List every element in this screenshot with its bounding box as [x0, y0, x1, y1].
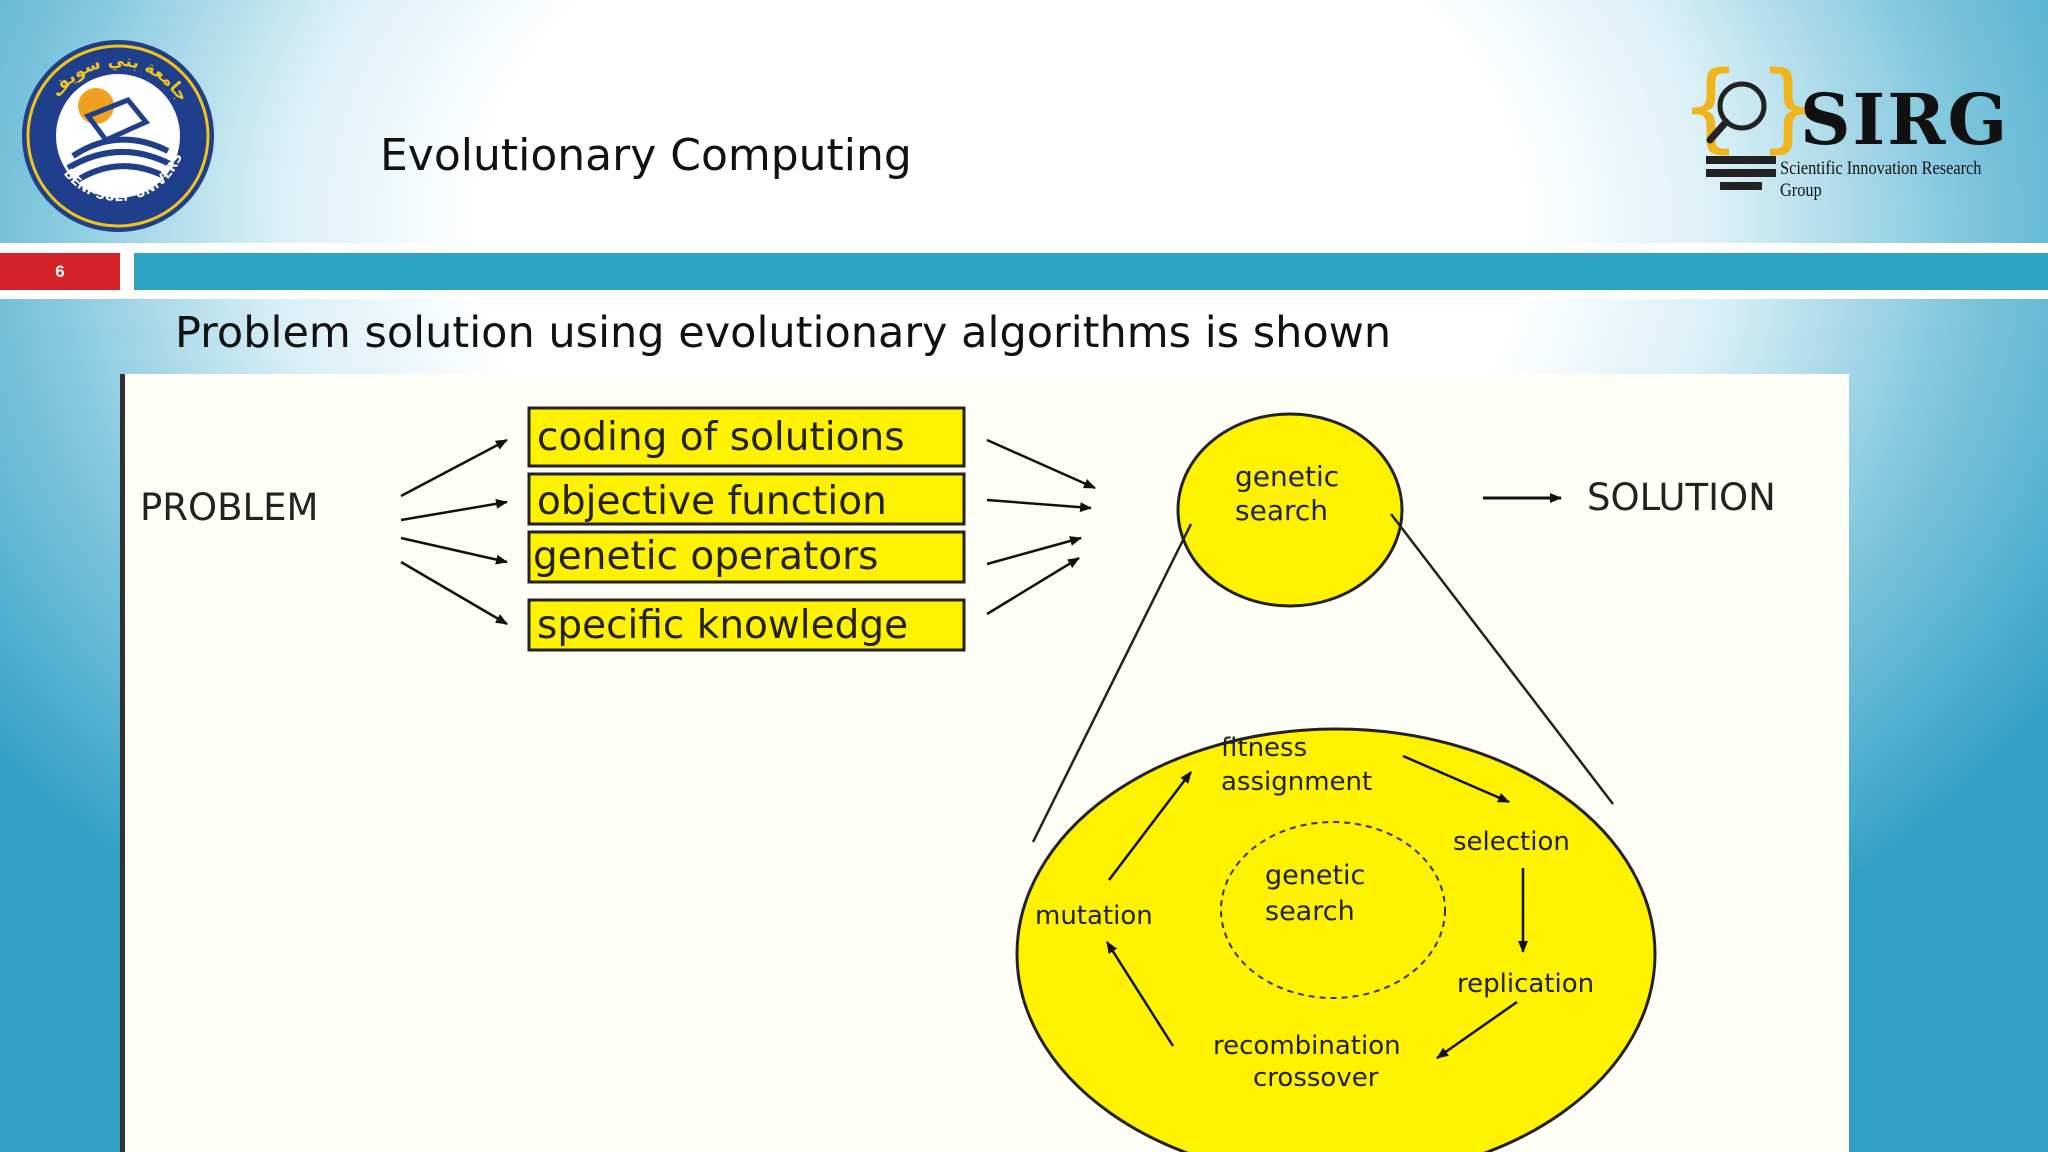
- sirg-wordmark: SIRG: [1800, 78, 2010, 161]
- cycle-center-search: search: [1265, 896, 1355, 927]
- sirg-logo-icon: { }: [1680, 58, 1819, 190]
- problem-arrows: [400, 438, 508, 626]
- input-box-knowledge: specific knowledge: [527, 598, 966, 652]
- cycle-replication: replication: [1457, 969, 1594, 999]
- cycle-arrows: [1105, 754, 1528, 1060]
- cycle-recombination: recombination: [1213, 1031, 1401, 1061]
- slide-number: 6: [0, 253, 120, 290]
- input-box-operators: genetic operators: [527, 530, 966, 584]
- ea-diagram: PROBLEM coding of solutions objective fu…: [120, 374, 1849, 1152]
- input-label-operators: genetic operators: [533, 534, 878, 579]
- svg-text:}: }: [1758, 58, 1819, 163]
- teal-bar: [134, 253, 2048, 290]
- circle-label-genetic: genetic: [1235, 460, 1339, 493]
- cycle-fitness: fitness: [1221, 733, 1307, 763]
- cycle-mutation: mutation: [1035, 901, 1153, 931]
- cycle-crossover: crossover: [1253, 1063, 1379, 1093]
- svg-text:{: {: [1680, 58, 1741, 163]
- zoom-lines: [1031, 513, 1614, 843]
- input-label-knowledge: specific knowledge: [537, 603, 908, 648]
- genetic-search-circle: genetic search: [1176, 412, 1404, 608]
- university-logo: جامعة بني سويف BENI-SUEF UNIVERSITY: [18, 36, 214, 232]
- solution-label: SOLUTION: [1587, 476, 1776, 519]
- sirg-subtitle: Scientific Innovation Research Group: [1780, 158, 1982, 201]
- circle-label-search: search: [1235, 494, 1328, 527]
- cycle-selection: selection: [1453, 827, 1570, 857]
- problem-label: PROBLEM: [140, 486, 318, 529]
- inner-dashed-circle: [1220, 821, 1446, 999]
- input-box-coding: coding of solutions: [527, 406, 966, 468]
- slide-title: Evolutionary Computing: [380, 130, 912, 181]
- slide-header: جامعة بني سويف BENI-SUEF UNIVERSITY Evol…: [0, 0, 2048, 250]
- input-box-objective: objective function: [527, 472, 966, 526]
- input-arrows: [986, 438, 1096, 616]
- slide-subtitle: Problem solution using evolutionary algo…: [175, 308, 1392, 358]
- evolution-cycle: genetic search fitness assignment select…: [1015, 727, 1657, 1152]
- input-label-coding: coding of solutions: [537, 415, 905, 460]
- cycle-center-genetic: genetic: [1265, 860, 1365, 891]
- input-label-objective: objective function: [537, 479, 887, 524]
- cycle-assignment: assignment: [1221, 767, 1372, 797]
